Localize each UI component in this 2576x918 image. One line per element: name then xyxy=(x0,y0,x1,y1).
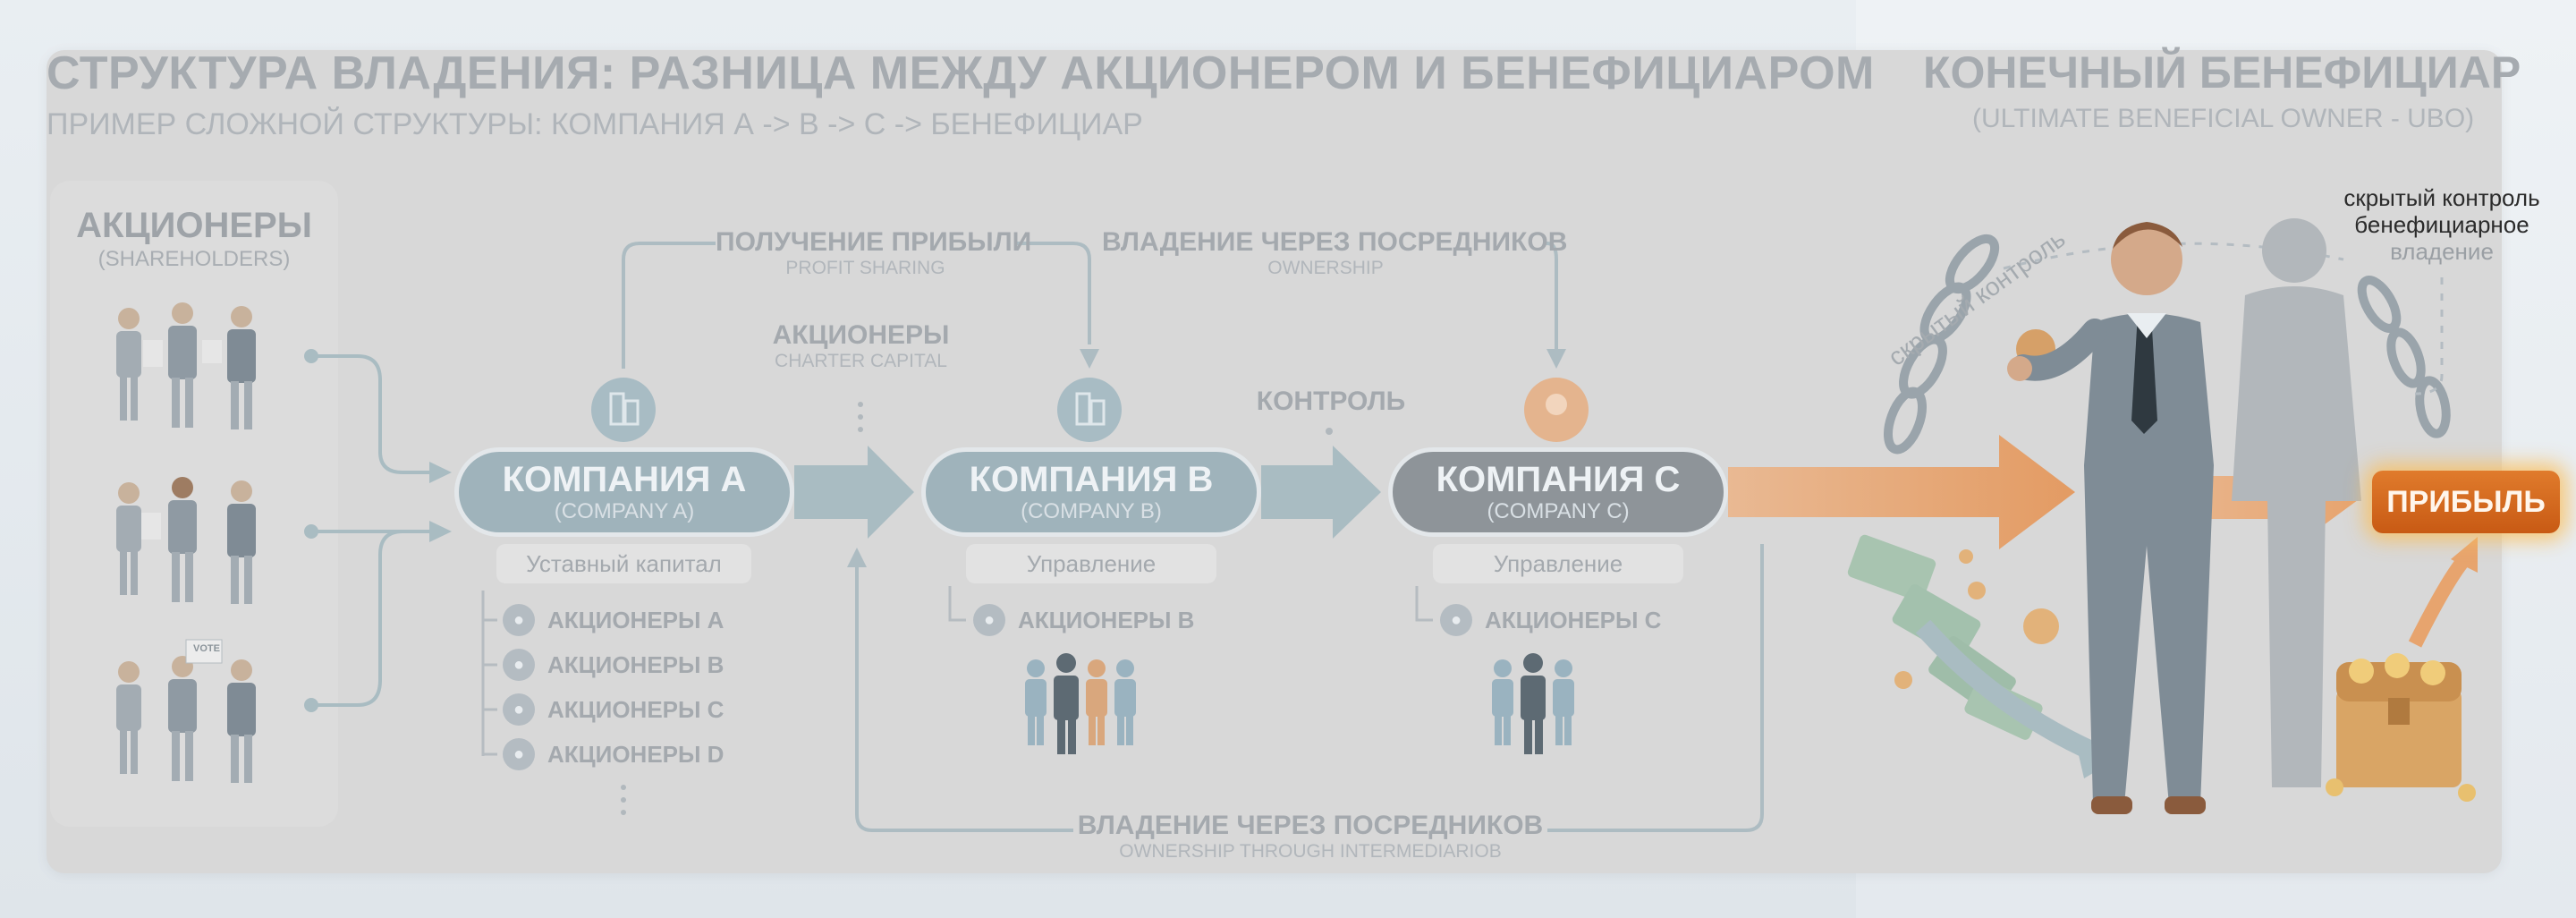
company-a-en: (COMPANY A) xyxy=(554,499,695,523)
list-item: ●АКЦИОНЕРЫ C xyxy=(503,693,724,726)
chain-right xyxy=(2357,276,2451,438)
charter-capital-label: АКЦИОНЕРЫ CHARTER CAPITAL xyxy=(772,320,950,371)
ownership-label: ВЛАДЕНИЕ ЧЕРЕЗ ПОСРЕДНИКОВ OWNERSHIP xyxy=(1102,227,1568,278)
people-group-b xyxy=(1025,653,1136,754)
company-b-en: (COMPANY B) xyxy=(1021,499,1162,523)
businessman-figure xyxy=(2007,222,2214,814)
company-a-name: КОМПАНИЯ А xyxy=(502,460,747,499)
arrow-c-ubo xyxy=(1728,435,2075,549)
company-b-name: КОМПАНИЯ В xyxy=(969,460,1214,499)
company-c-en: (COMPANY C) xyxy=(1487,499,1630,523)
shadow-figure xyxy=(2232,218,2361,787)
company-a-node: КОМПАНИЯ А (COMPANY A) xyxy=(454,447,794,537)
list-item: ●АКЦИОНЕРЫ B xyxy=(503,649,724,681)
shareholders-subtitle: (SHAREHOLDERS) xyxy=(97,247,291,271)
company-c-pill: Управление xyxy=(1433,544,1683,583)
chain-left xyxy=(1883,234,2000,455)
bottom-ownership-label: ВЛАДЕНИЕ ЧЕРЕЗ ПОСРЕДНИКОВ OWNERSHIP THR… xyxy=(1077,811,1544,862)
arrow-a-b xyxy=(794,446,914,539)
page-title: СТРУКТУРА ВЛАДЕНИЯ: РАЗНИЦА МЕЖДУ АКЦИОН… xyxy=(47,47,1875,99)
company-b-pill: Управление xyxy=(966,544,1216,583)
list-item: ●АКЦИОНЕРЫ A xyxy=(503,604,724,636)
people-group-c xyxy=(1492,653,1574,754)
shareholder-group-3 xyxy=(116,639,256,783)
person-icon: ● xyxy=(503,693,535,726)
person-icon: ● xyxy=(503,604,535,636)
person-icon: ● xyxy=(1440,604,1472,636)
person-icon: ● xyxy=(503,738,535,770)
list-item: ●АКЦИОНЕРЫ С xyxy=(1440,604,1661,636)
shareholder-group-2 xyxy=(116,477,256,604)
company-b-node: КОМПАНИЯ В (COMPANY B) xyxy=(921,447,1261,537)
ubo-subtitle: (ULTIMATE BENEFICIAL OWNER - UBO) xyxy=(1972,104,2475,133)
arrow-b-c xyxy=(1261,446,1381,539)
page-subtitle: ПРИМЕР СЛОЖНОЙ СТРУКТУРЫ: КОМПАНИЯ А -> … xyxy=(47,107,1143,141)
control-label: КОНТРОЛЬ xyxy=(1256,387,1406,416)
vote-sign: VOTE xyxy=(193,643,220,654)
profit-sharing-label: ПОЛУЧЕНИЕ ПРИБЫЛИ PROFIT SHARING xyxy=(716,227,1032,278)
list-item: ●АКЦИОНЕРЫ D xyxy=(503,738,724,770)
company-c-name: КОМПАНИЯ С xyxy=(1436,460,1681,499)
company-c-node: КОМПАНИЯ С (COMPANY C) xyxy=(1388,447,1728,537)
ubo-title: КОНЕЧНЫЙ БЕНЕФИЦИАР xyxy=(1923,47,2521,98)
shareholder-group-1 xyxy=(116,302,256,429)
list-item: ●АКЦИОНЕРЫ В xyxy=(973,604,1194,636)
shareholders-title: АКЦИОНЕРЫ xyxy=(76,206,312,245)
treasure-chest xyxy=(2326,537,2478,802)
person-icon: ● xyxy=(503,649,535,681)
company-a-pill: Уставный капитал xyxy=(496,544,751,583)
ubo-note: скрытый контроль бенефициарное владение xyxy=(2343,184,2540,265)
profit-badge: ПРИБЫЛЬ xyxy=(2372,471,2560,533)
person-icon: ● xyxy=(973,604,1005,636)
